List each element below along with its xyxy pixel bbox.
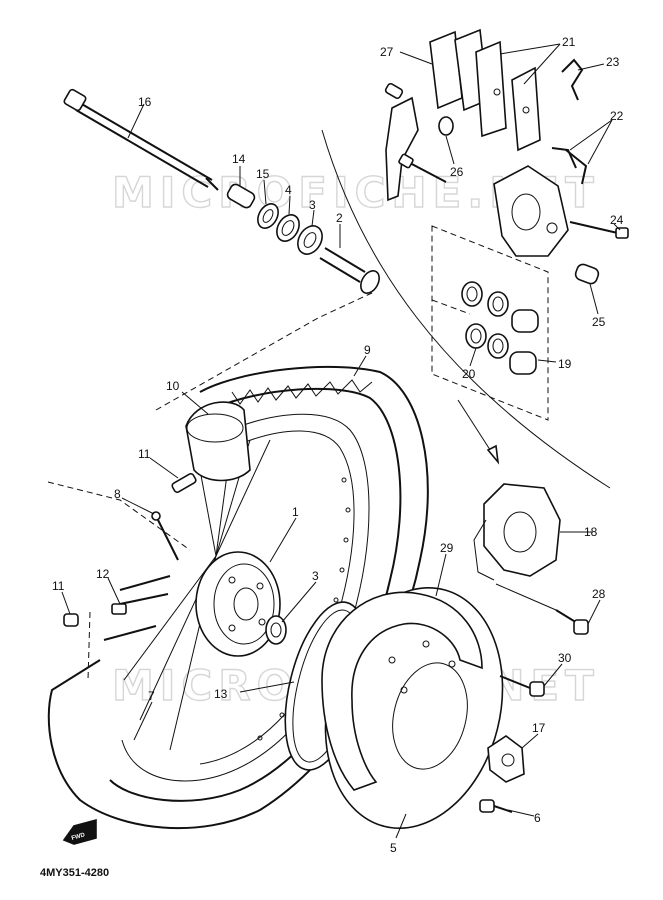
callout-9: 9 xyxy=(364,343,371,357)
speedometer-gear-18[interactable] xyxy=(487,735,525,783)
hub-1[interactable] xyxy=(195,551,281,657)
callout-24: 23 xyxy=(606,55,620,69)
callout-10: 10 xyxy=(166,379,180,393)
spacer-2[interactable] xyxy=(319,247,383,296)
callout-4: 4 xyxy=(285,183,292,197)
drawing-code: 4MY351-4280 xyxy=(40,867,109,879)
callout-21: 20 xyxy=(462,367,476,381)
callout-6: 6 xyxy=(534,811,541,825)
callout-30: 29 xyxy=(440,541,454,555)
nut-12[interactable] xyxy=(63,613,79,627)
bolt-29-guide xyxy=(495,583,557,611)
front-axle[interactable] xyxy=(63,88,219,191)
callout-3-upper: 3 xyxy=(309,198,316,212)
callout-25: 24 xyxy=(610,213,624,227)
caliper-assembly-19[interactable] xyxy=(473,483,561,581)
assembly-dashed-lines xyxy=(47,291,375,681)
callout-3-lower: 3 xyxy=(312,569,319,583)
callout-26: 25 xyxy=(592,315,606,329)
spoke-nipples-13[interactable] xyxy=(103,575,171,641)
tube-10[interactable] xyxy=(185,401,251,482)
caliper-seal-kit-box xyxy=(431,225,549,421)
callout-1: 1 xyxy=(292,505,299,519)
callout-23: 22 xyxy=(610,109,624,123)
bolt-31[interactable] xyxy=(499,675,545,697)
callout-labels: 16 14 15 4 3 2 27 21 23 22 26 24 25 19 2… xyxy=(52,35,624,855)
forward-arrow-mark xyxy=(62,818,97,845)
pad-shims-22[interactable] xyxy=(475,40,541,152)
callout-2: 2 xyxy=(336,211,343,225)
bearing-3-lower[interactable] xyxy=(265,615,287,645)
callout-28: 27 xyxy=(380,45,394,59)
callout-22: 21 xyxy=(562,35,576,49)
callout-14: 13 xyxy=(214,687,228,701)
callout-29: 28 xyxy=(592,587,606,601)
piston-seals-21[interactable] xyxy=(461,281,509,359)
pin-25[interactable] xyxy=(569,221,629,239)
callout-16: 15 xyxy=(256,167,270,181)
pistons-20[interactable] xyxy=(509,309,539,375)
callout-13: 12 xyxy=(96,567,110,581)
caliper-bracket[interactable] xyxy=(385,96,419,202)
pad-spring-24[interactable] xyxy=(561,58,584,101)
collar-15[interactable] xyxy=(226,183,257,210)
callout-19: 18 xyxy=(584,525,598,539)
callout-5: 5 xyxy=(390,841,397,855)
caliper-body[interactable] xyxy=(493,165,569,257)
valve-11[interactable] xyxy=(171,472,197,494)
callout-11: 11 xyxy=(138,447,151,461)
assembly-guide-curve xyxy=(321,129,611,489)
callout-leaders xyxy=(61,43,621,839)
bleed-screw-27[interactable] xyxy=(438,116,454,136)
bearing-4[interactable] xyxy=(272,211,303,245)
bolt-29[interactable] xyxy=(555,609,589,635)
callout-15: 14 xyxy=(232,152,246,166)
callout-18: 17 xyxy=(532,721,546,735)
caliper-pin-bolt[interactable] xyxy=(398,153,447,183)
spoke-8-sample[interactable] xyxy=(151,511,179,561)
callout-27: 26 xyxy=(450,165,464,179)
clips-23[interactable] xyxy=(551,147,588,185)
fwd-mark-text: FWD xyxy=(71,832,86,842)
callout-20: 19 xyxy=(558,357,572,371)
bearing-3-upper[interactable] xyxy=(293,222,327,259)
disc-cover-30[interactable] xyxy=(321,591,483,791)
callout-8: 8 xyxy=(114,487,121,501)
boot-26[interactable] xyxy=(574,263,600,286)
bolt-6[interactable] xyxy=(479,799,513,813)
pin-bolt-small[interactable] xyxy=(384,82,404,100)
callout-7: 7 xyxy=(148,689,155,703)
oil-seal-16[interactable] xyxy=(254,200,283,232)
callout-17: 16 xyxy=(138,95,152,109)
callout-12: 11 xyxy=(52,579,65,593)
callout-31: 30 xyxy=(558,651,572,665)
